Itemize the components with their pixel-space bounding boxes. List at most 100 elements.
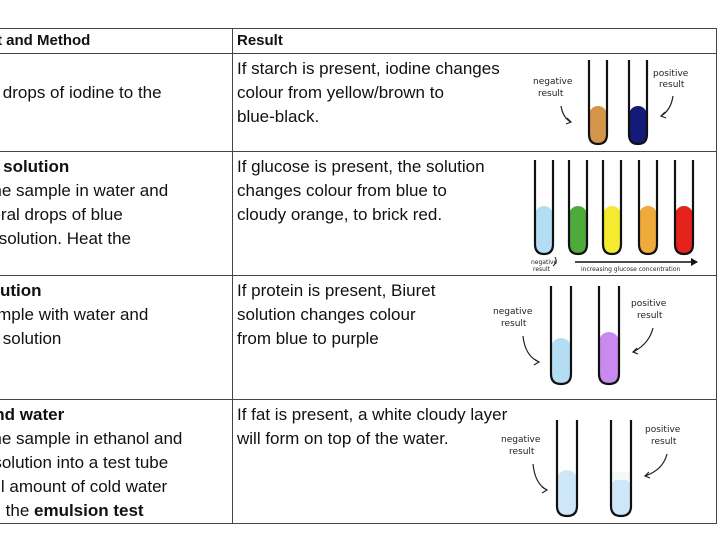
result-line: changes colour from blue to xyxy=(237,181,447,200)
result-line: cloudy orange, to brick red. xyxy=(237,205,443,224)
arrowhead-icon xyxy=(691,258,698,266)
test-tube-icon xyxy=(549,286,573,386)
test-tube-icon xyxy=(609,420,633,518)
result-cell-biuret: If protein is present, Biuret solution c… xyxy=(232,275,717,400)
header-row: t and Method Result xyxy=(0,28,717,54)
arrow-icon xyxy=(522,335,540,363)
negative-label: result xyxy=(538,89,564,99)
method-line-emphasis: alled the emulsion test xyxy=(0,501,144,520)
test-tube-liquid xyxy=(629,106,647,144)
positive-label: result xyxy=(659,80,685,90)
gradient-label: increasing glucose concentration xyxy=(581,266,681,273)
result-line: blue-black. xyxy=(237,107,320,126)
table-row: ict’s solution ve the sample in water an… xyxy=(0,151,717,276)
result-cell-benedicts: If glucose is present, the solution chan… xyxy=(232,151,717,276)
method-line: several drops of blue xyxy=(0,205,123,224)
table-row: ol and water ve the sample in ethanol an… xyxy=(0,399,717,524)
test-tube-liquid xyxy=(599,332,619,384)
method-line: e sample with water and xyxy=(0,305,149,324)
table-row: dd 2 drops of iodine to the le If starch… xyxy=(0,53,717,152)
result-text: If fat is present, a white cloudy layer … xyxy=(237,403,507,451)
test-tube-icon xyxy=(567,160,589,256)
result-line: will form on top of the water. xyxy=(237,429,449,448)
arrowhead-icon xyxy=(643,471,651,479)
emulsion-test-tubes-illustration: negative result positive result xyxy=(501,420,681,518)
test-tube-liquid xyxy=(611,478,631,516)
test-tube-liquid xyxy=(589,106,607,144)
result-line: If protein is present, Biuret xyxy=(237,281,436,300)
arrowhead-icon xyxy=(541,486,549,494)
method-line: ict’s solution. Heat the xyxy=(0,229,131,248)
test-tube-liquid xyxy=(603,206,621,254)
result-text: If starch is present, iodine changes col… xyxy=(237,57,500,129)
negative-label: result xyxy=(509,447,535,457)
test-tube-icon xyxy=(627,60,649,146)
result-line: solution changes colour xyxy=(237,305,416,324)
method-line: le xyxy=(0,105,227,129)
negative-label: negative xyxy=(501,435,541,445)
method-line: iuret solution xyxy=(0,329,62,348)
negative-label: negative xyxy=(533,77,573,87)
test-tube-liquid xyxy=(535,206,553,254)
header-result: Result xyxy=(232,28,717,54)
positive-label: positive xyxy=(653,69,689,79)
method-line xyxy=(0,57,227,81)
test-tube-liquid xyxy=(557,470,577,516)
negative-label: result xyxy=(533,266,551,273)
method-cell-emulsion: ol and water ve the sample in ethanol an… xyxy=(0,399,233,524)
test-tube-icon xyxy=(533,160,555,256)
result-line: If fat is present, a white cloudy layer xyxy=(237,405,508,424)
arrow-icon xyxy=(632,327,654,353)
emphasis-text: emulsion test xyxy=(34,501,144,520)
arrow-icon xyxy=(552,256,557,267)
method-line: small amount of cold water xyxy=(0,477,168,496)
table-row: t solution e sample with water and iuret… xyxy=(0,275,717,400)
arrowhead-icon xyxy=(565,117,573,125)
result-line: colour from yellow/brown to xyxy=(237,83,444,102)
test-tube-liquid xyxy=(569,206,587,254)
arrow-icon xyxy=(560,105,572,123)
method-line: le xyxy=(0,251,227,275)
result-line: If glucose is present, the solution xyxy=(237,157,485,176)
test-tube-icon xyxy=(673,160,695,256)
negative-label: negative xyxy=(531,259,558,266)
method-line: the solution into a test tube xyxy=(0,453,169,472)
header-method-label: t and Method xyxy=(0,32,91,49)
negative-label: result xyxy=(501,319,527,329)
result-text: If glucose is present, the solution chan… xyxy=(237,155,485,227)
negative-label: negative xyxy=(493,307,533,317)
method-line: dd 2 drops of iodine to the xyxy=(0,83,162,102)
benedicts-test-tubes-illustration: negative result increasing glucose conce… xyxy=(531,160,698,273)
result-line: If starch is present, iodine changes xyxy=(237,59,500,78)
test-tube-icon xyxy=(587,60,609,146)
result-text: If protein is present, Biuret solution c… xyxy=(237,279,435,351)
test-tube-icon xyxy=(597,286,621,386)
result-line: from blue to purple xyxy=(237,329,379,348)
positive-label: result xyxy=(651,437,677,447)
food-tests-table: t and Method Result dd 2 drops of iodine… xyxy=(0,28,717,524)
starch-test-tubes-illustration: negative result positive result xyxy=(533,60,689,146)
result-cell-starch: If starch is present, iodine changes col… xyxy=(232,53,717,152)
test-tube-liquid xyxy=(551,338,571,384)
arrowhead-icon xyxy=(631,347,639,355)
test-tube-liquid xyxy=(675,206,693,254)
method-line: ve the sample in ethanol and xyxy=(0,429,183,448)
positive-label: positive xyxy=(631,299,667,309)
method-title: ol and water xyxy=(0,405,65,424)
method-cell-benedicts: ict’s solution ve the sample in water an… xyxy=(0,151,233,276)
arrowhead-icon xyxy=(659,111,667,119)
test-tube-liquid xyxy=(639,206,657,254)
test-tube-icon xyxy=(601,160,623,256)
method-title: ict’s solution xyxy=(0,157,70,176)
cloudy-layer xyxy=(611,472,631,480)
result-cell-emulsion: If fat is present, a white cloudy layer … xyxy=(232,399,717,524)
arrow-icon xyxy=(532,463,548,491)
arrow-icon xyxy=(660,95,674,117)
arrowhead-icon xyxy=(533,358,541,366)
biuret-test-tubes-illustration: negative result positive result xyxy=(493,286,667,386)
method-title: t solution xyxy=(0,281,42,300)
method-cell-starch: dd 2 drops of iodine to the le xyxy=(0,53,233,152)
test-tube-icon xyxy=(555,420,579,518)
positive-label: positive xyxy=(645,425,681,435)
positive-label: result xyxy=(637,311,663,321)
